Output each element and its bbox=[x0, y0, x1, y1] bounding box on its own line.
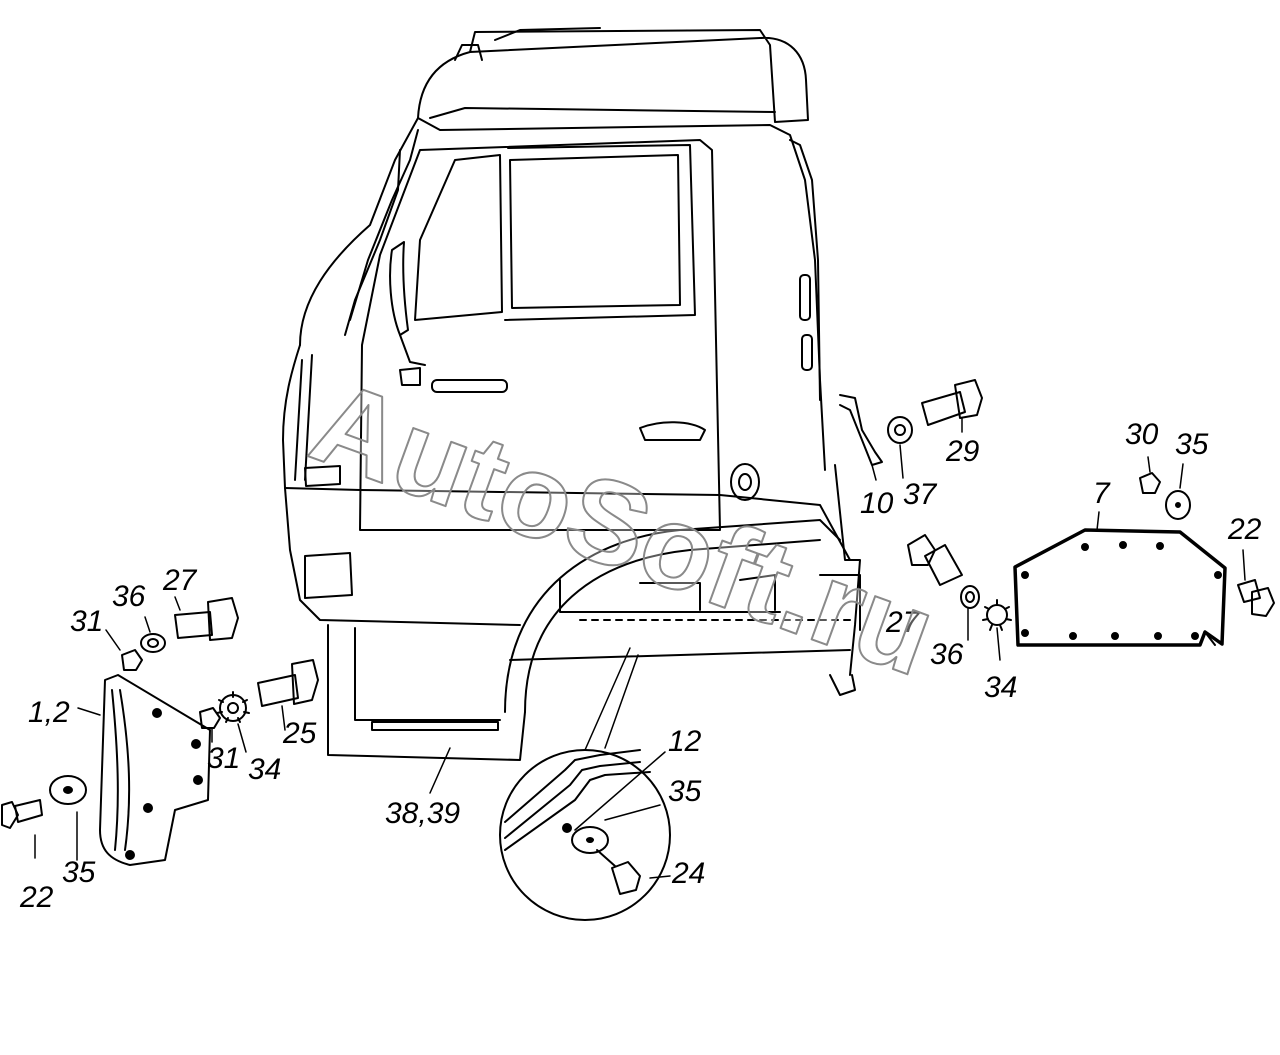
callout-22-right: 22 bbox=[1227, 513, 1262, 546]
callout-27-right: 27 bbox=[885, 606, 921, 639]
callout-29: 29 bbox=[945, 435, 980, 468]
detail-view bbox=[499, 647, 671, 921]
mudguard-right bbox=[1013, 528, 1227, 647]
callout-24: 24 bbox=[671, 857, 705, 890]
callout-36-right: 36 bbox=[930, 638, 964, 671]
callout-31-bottom-left: 31 bbox=[207, 742, 240, 775]
left-leader-lines bbox=[34, 596, 451, 861]
truck-cab bbox=[282, 27, 861, 761]
callout-37: 37 bbox=[903, 478, 938, 511]
callout-36-left: 36 bbox=[112, 580, 146, 613]
watermark: AutoSoft.ru bbox=[295, 354, 952, 702]
right-leader-lines bbox=[871, 417, 1246, 661]
callout-7: 7 bbox=[1093, 477, 1111, 510]
callout-30: 30 bbox=[1125, 418, 1159, 451]
right-hardware bbox=[839, 379, 1275, 631]
callout-labels: 1,2 36 27 31 25 31 34 22 35 38,39 12 35 … bbox=[19, 418, 1262, 914]
callout-34-left: 34 bbox=[248, 753, 281, 786]
left-hardware bbox=[1, 597, 319, 829]
callout-27-left: 27 bbox=[162, 564, 198, 597]
callout-35-right: 35 bbox=[1175, 428, 1209, 461]
callout-34-right: 34 bbox=[984, 671, 1017, 704]
callout-25: 25 bbox=[282, 717, 317, 750]
mudguard-left bbox=[99, 674, 211, 866]
callout-10: 10 bbox=[860, 487, 894, 520]
callout-35-left: 35 bbox=[62, 856, 96, 889]
callout-31-top-left: 31 bbox=[70, 605, 103, 638]
callout-35-detail: 35 bbox=[668, 775, 702, 808]
callout-1-2: 1,2 bbox=[28, 696, 70, 729]
callout-22-left: 22 bbox=[19, 881, 54, 914]
callout-12: 12 bbox=[668, 725, 702, 758]
callout-38-39: 38,39 bbox=[385, 797, 460, 830]
watermark-text: AutoSoft.ru bbox=[296, 355, 951, 701]
